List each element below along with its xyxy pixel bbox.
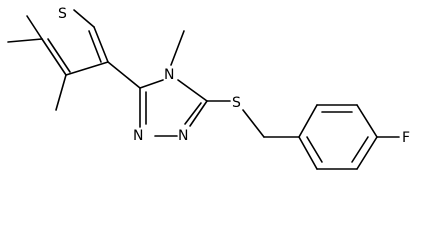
atom-n-triazole-a: N: [178, 128, 188, 144]
bond-thiophene-c4-c3: [65, 61, 109, 76]
atom-s-thioether: S: [232, 95, 241, 111]
bond-thiophene-c3-c2: [93, 26, 109, 63]
bond-triazole-c5-n1: [189, 100, 208, 127]
atom-n-ring: N: [164, 67, 174, 83]
bond-ph-3-4: [356, 136, 378, 170]
bond-thiophene-c2-s: [73, 9, 95, 28]
atom-n-triazole-b: N: [133, 128, 143, 144]
bond-triazole-n4-c5: [177, 79, 208, 102]
bond-thiophene-s-c5: [26, 15, 43, 40]
atom-labels: S N S N N F: [58, 6, 410, 146]
bond-ph-6-1: [298, 104, 318, 138]
bond-ph-inner-1: [306, 136, 323, 163]
bond-methyl-1: [7, 38, 43, 43]
atom-s-thiophene: S: [58, 6, 67, 22]
bond-triazole-c3-n4: [139, 79, 164, 89]
molecule-drawing: S N S N N F: [7, 6, 410, 170]
bond-ph-4-5: [356, 104, 378, 138]
bond-ph-1-2: [298, 136, 318, 170]
structure-canvas: S N S N N F: [7, 6, 411, 170]
atom-f: F: [402, 130, 410, 146]
bond-ph-inner-2: [351, 136, 369, 163]
bond-n-methyl: [170, 30, 185, 66]
bond-thiophene-c5-c4-double: [47, 38, 71, 73]
bond-s-ch2: [242, 109, 265, 138]
bond-thiophene-c3-c2-double: [88, 30, 102, 63]
bond-methyl-2: [55, 74, 67, 111]
bonds: [7, 9, 400, 170]
bond-triazole-c5-n1-double: [184, 102, 202, 125]
bond-thiophene-triazole: [107, 61, 141, 89]
bond-thiophene-c5-c4: [41, 38, 67, 76]
